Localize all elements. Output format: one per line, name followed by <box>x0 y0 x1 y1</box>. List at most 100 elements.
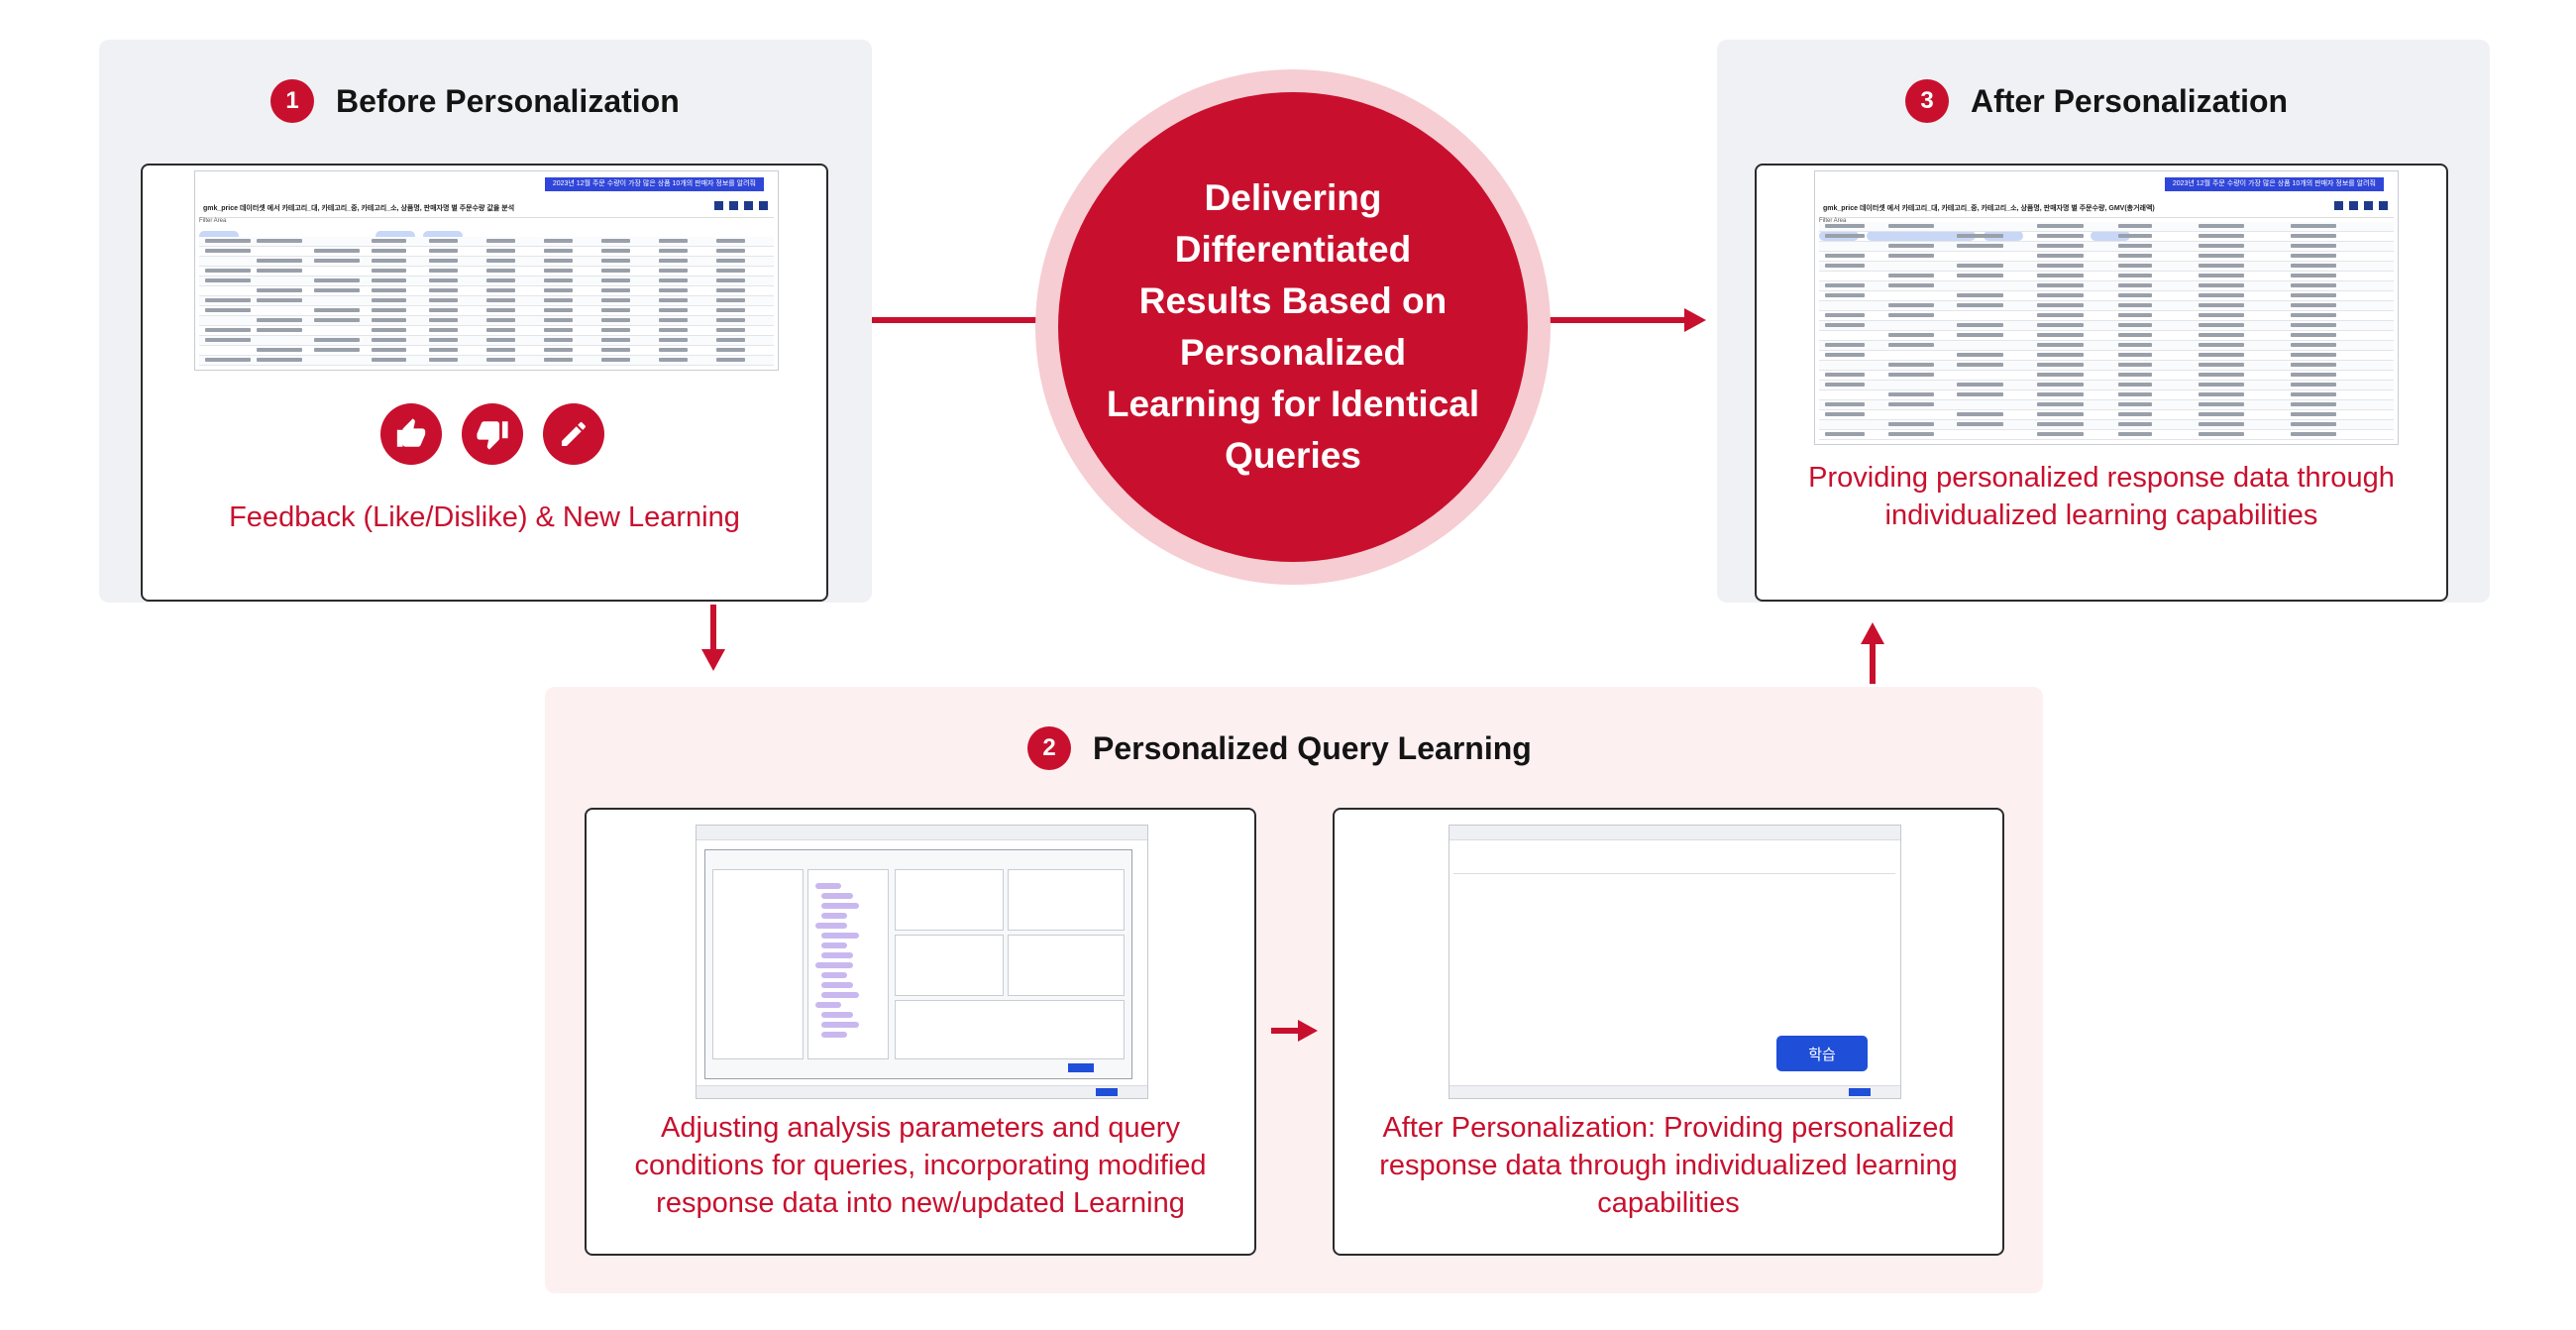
field-chip <box>821 1012 853 1018</box>
after-learning-caption-line3: capabilities <box>1597 1187 1740 1219</box>
query-button: 2023년 12월 주문 수량이 가장 많은 상품 10개의 판매자 정보를 알… <box>544 177 764 191</box>
adjusting-caption-line1: Adjusting analysis parameters and query <box>661 1112 1180 1144</box>
field-chip <box>821 942 847 948</box>
field-chip <box>821 982 853 988</box>
table-row <box>199 267 774 277</box>
center-line-3: Results Based on <box>1138 280 1448 321</box>
filter-area-label: Filter Area <box>199 217 774 228</box>
table-row <box>1819 281 2394 291</box>
table-row <box>1819 291 2394 301</box>
table-row <box>199 326 774 336</box>
field-chip <box>815 923 847 929</box>
step2-number: 2 <box>1027 726 1071 770</box>
thumbs-down-icon[interactable] <box>462 403 523 465</box>
step1-caption: Feedback (Like/Dislike) & New Learning <box>229 501 740 533</box>
table-row <box>199 237 774 247</box>
center-line-6: Queries <box>1225 435 1361 476</box>
table-row <box>1819 361 2394 371</box>
field-chip <box>821 933 859 939</box>
table-row <box>199 346 774 356</box>
step2-title-text: Personalized Query Learning <box>1093 729 1532 766</box>
step1-title: 1 Before Personalization <box>270 79 680 123</box>
table-row <box>1819 311 2394 321</box>
arrowhead-up-to-step3 <box>1861 622 1884 644</box>
table-row <box>1819 351 2394 361</box>
table-row <box>1819 301 2394 311</box>
filter-area-label: Filter Area <box>1819 217 2394 228</box>
analysis-title: gmk_price 데이터셋 에서 카테고리_대, 카테고리_중, 카테고리_소… <box>1823 205 2155 212</box>
table-row <box>1819 341 2394 351</box>
table-row <box>199 296 774 306</box>
toolbar-icons <box>714 201 768 210</box>
table-row <box>199 306 774 316</box>
table-row <box>1819 410 2394 420</box>
learned-result-screenshot: 학습 <box>1449 825 1901 1099</box>
field-chip <box>815 962 853 968</box>
field-chip <box>815 1002 841 1008</box>
center-line-5: Learning for Identical <box>1106 384 1480 424</box>
query-editor-screenshot <box>696 825 1148 1099</box>
feedback-icons <box>380 403 604 465</box>
toolbar-icons <box>2334 201 2388 210</box>
before-personalization-panel: 1 Before Personalization 2023년 12월 주문 수량… <box>99 40 872 603</box>
step1-title-text: Before Personalization <box>336 82 680 119</box>
table-row <box>1819 390 2394 400</box>
field-chip <box>821 992 859 998</box>
table-row <box>1819 381 2394 390</box>
table-row <box>199 286 774 296</box>
field-chip <box>821 903 859 909</box>
arrowhead-to-step2 <box>701 649 725 671</box>
pencil-icon[interactable] <box>543 403 604 465</box>
table-row <box>199 356 774 366</box>
personalized-query-learning-panel: 2 Personalized Query Learning Adjusting … <box>545 687 2043 1293</box>
step3-title-text: After Personalization <box>1971 82 2289 119</box>
table-row <box>199 316 774 326</box>
table-row <box>1819 400 2394 410</box>
step3-title: 3 After Personalization <box>1905 79 2288 123</box>
adjusting-caption: Adjusting analysis parameters and query … <box>587 1109 1254 1222</box>
result-table <box>1819 222 2394 440</box>
table-row <box>1819 321 2394 331</box>
after-table-screenshot: 2023년 12월 주문 수량이 가장 많은 상품 10개의 판매자 정보를 알… <box>1814 170 2399 445</box>
field-chip <box>821 893 853 899</box>
after-learning-caption-line2: response data through individualized lea… <box>1379 1150 1958 1181</box>
step2-title: 2 Personalized Query Learning <box>1027 726 1532 770</box>
table-row <box>199 277 774 286</box>
step3-number: 3 <box>1905 79 1949 123</box>
table-row <box>1819 272 2394 281</box>
field-chip <box>815 883 841 889</box>
adjusting-caption-line3: response data into new/updated Learning <box>656 1187 1185 1219</box>
step3-caption: Providing personalized response data thr… <box>1757 459 2446 534</box>
table-row <box>1819 232 2394 242</box>
query-button: 2023년 12월 주문 수량이 가장 많은 상품 10개의 판매자 정보를 알… <box>2164 177 2384 191</box>
center-message: Delivering Differentiated Results Based … <box>1085 172 1501 482</box>
table-row <box>1819 242 2394 252</box>
field-chip <box>821 1022 859 1028</box>
table-row <box>199 247 774 257</box>
step3-caption-line2: individualized learning capabilities <box>1884 499 2318 531</box>
arrowhead-to-step3 <box>1684 308 1706 332</box>
before-card: 2023년 12월 주문 수량이 가장 많은 상품 10개의 판매자 정보를 알… <box>141 164 828 602</box>
field-chip <box>821 913 847 919</box>
table-row <box>1819 331 2394 341</box>
table-row <box>199 336 774 346</box>
after-learning-card: 학습 After Personalization: Providing pers… <box>1333 808 2004 1256</box>
center-line-4: Personalized <box>1179 332 1407 373</box>
field-chip <box>821 952 853 958</box>
result-table <box>199 237 774 366</box>
analysis-title: gmk_price 데이터셋 에서 카테고리_대, 카테고리_중, 카테고리_소… <box>203 205 515 212</box>
table-row <box>1819 420 2394 430</box>
table-row <box>1819 252 2394 262</box>
table-row <box>1819 262 2394 272</box>
table-row <box>199 257 774 267</box>
after-learning-caption-line1: After Personalization: Providing persona… <box>1382 1112 1955 1144</box>
thumbs-up-icon[interactable] <box>380 403 442 465</box>
center-line-1: Delivering <box>1204 177 1382 218</box>
field-chip <box>821 1032 847 1038</box>
field-chip <box>821 972 847 978</box>
center-circle: Delivering Differentiated Results Based … <box>1058 92 1528 562</box>
table-row <box>1819 222 2394 232</box>
learn-button[interactable]: 학습 <box>1776 1036 1868 1071</box>
table-row <box>1819 430 2394 440</box>
adjusting-caption-line2: conditions for queries, incorporating mo… <box>634 1150 1207 1181</box>
